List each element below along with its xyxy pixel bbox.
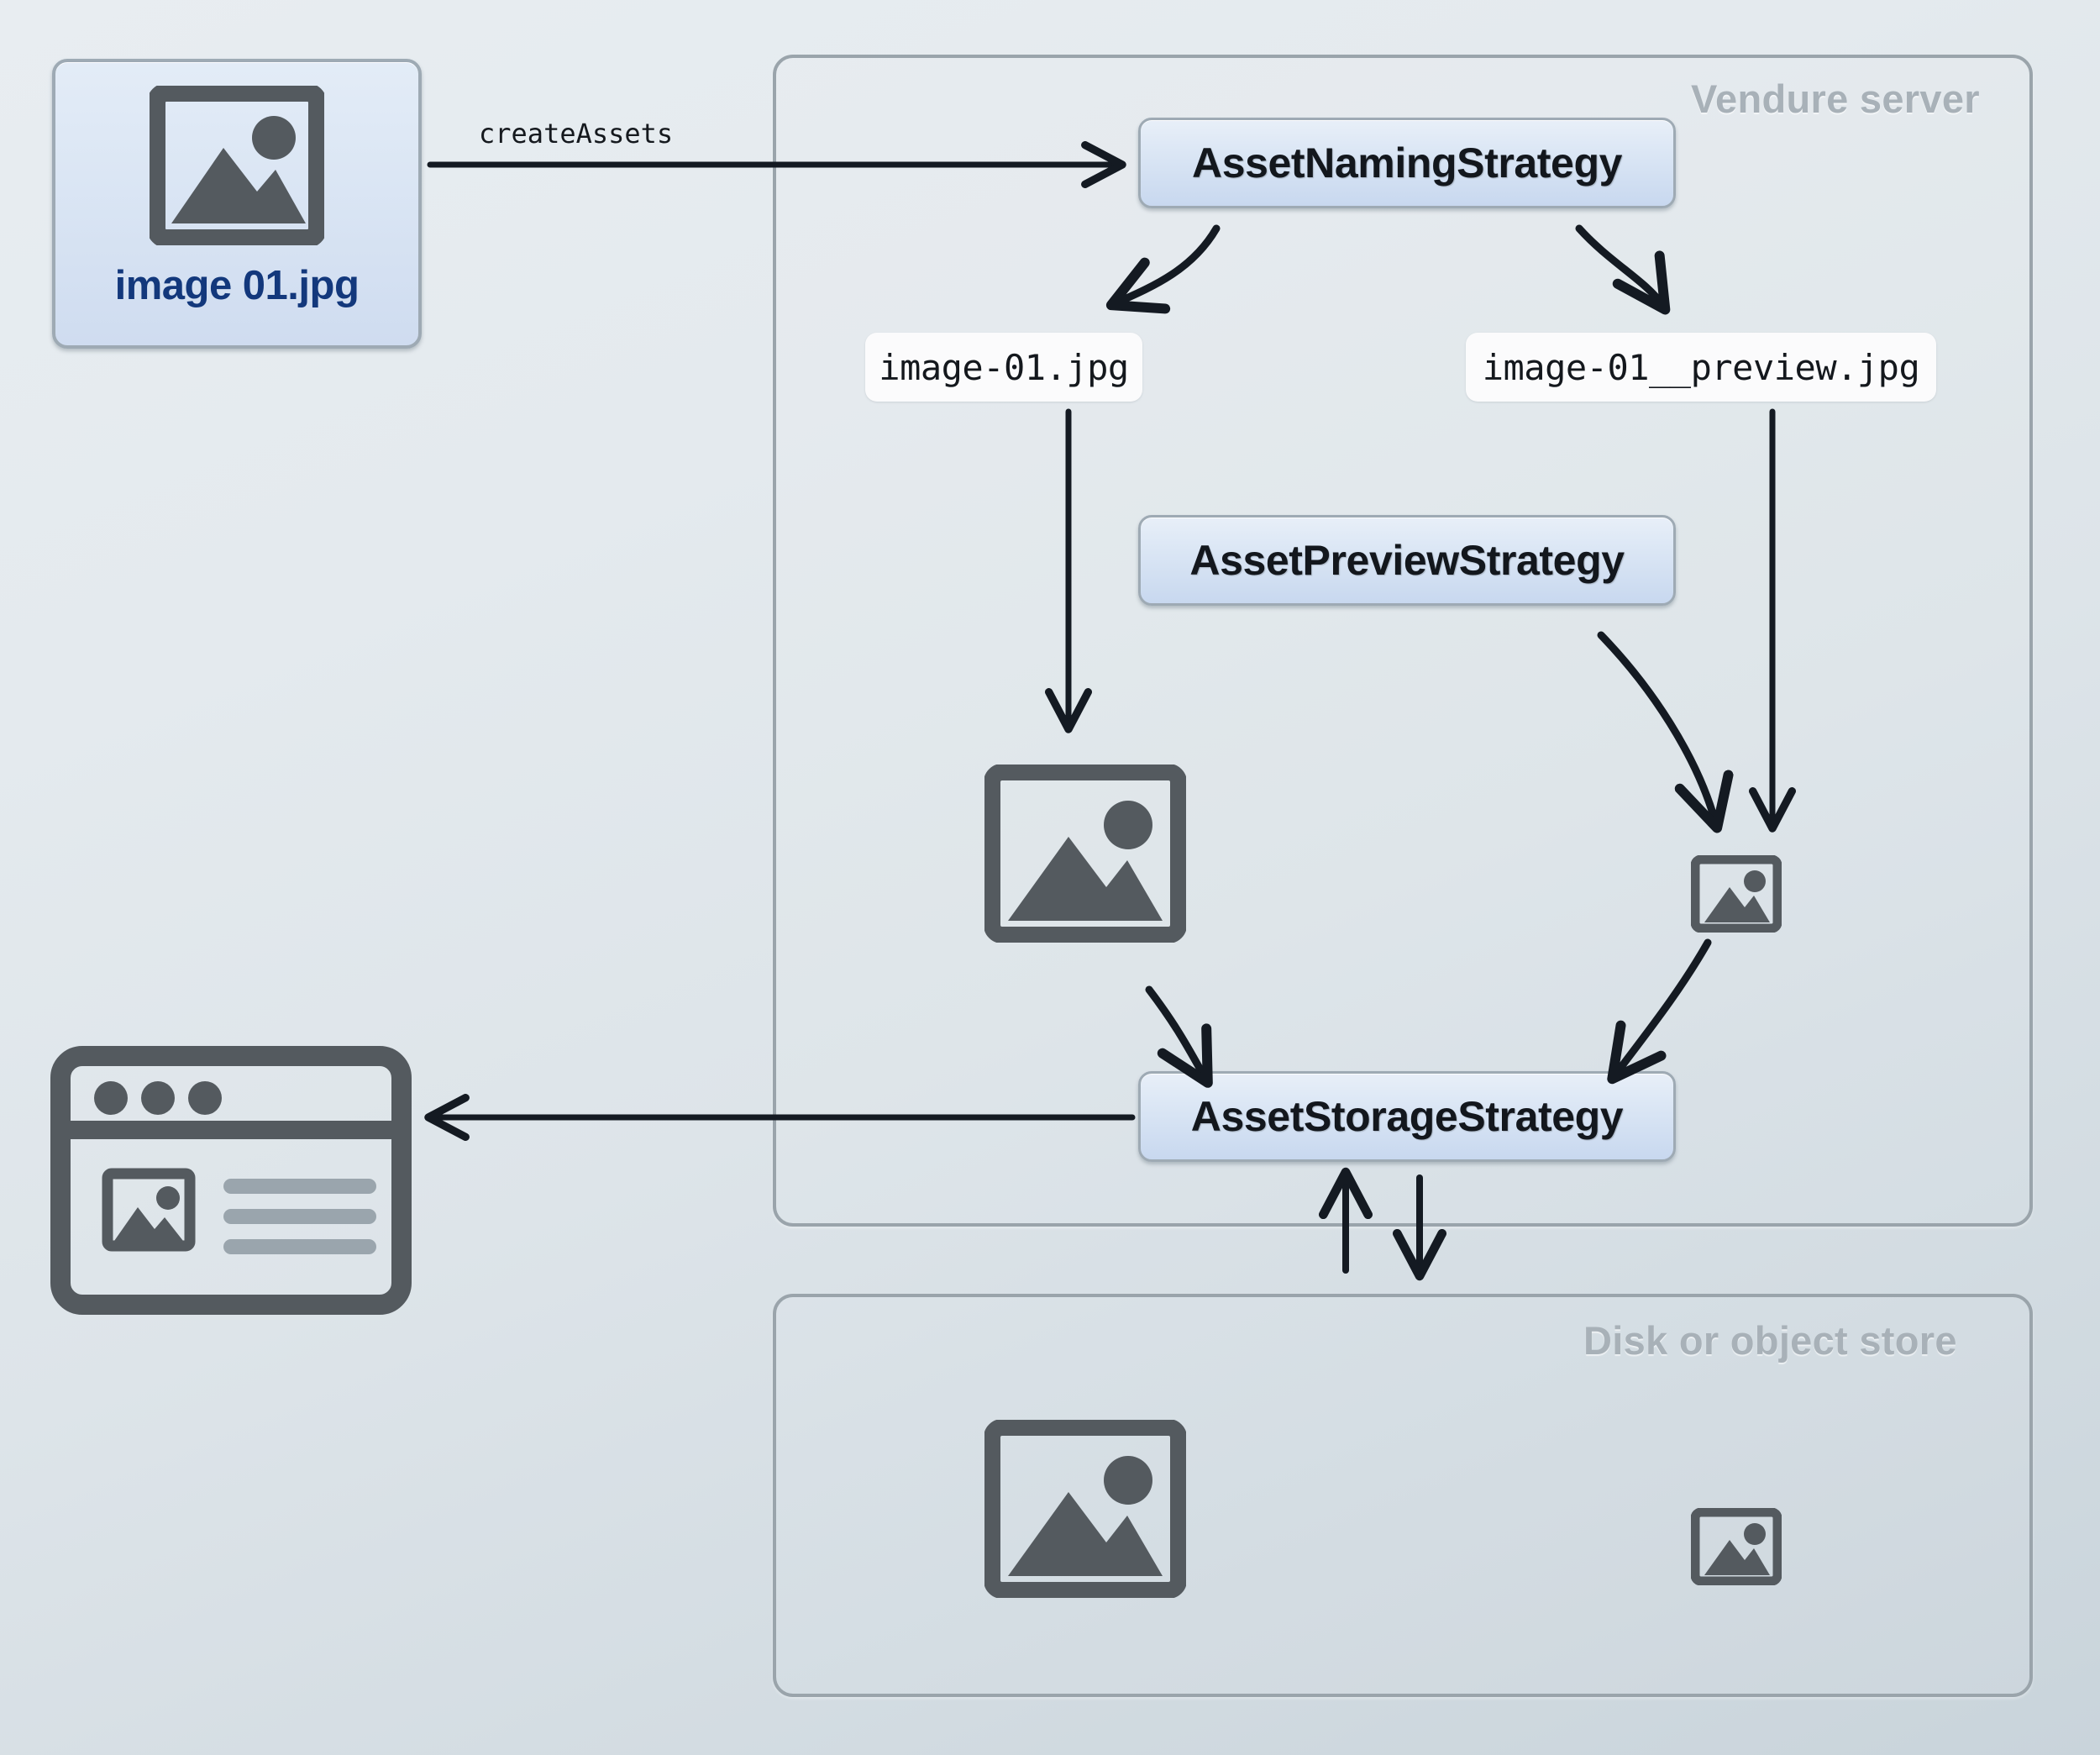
preview-filename-chip: image-01__preview.jpg <box>1466 333 1936 402</box>
group-disk-store <box>773 1294 2033 1697</box>
server-full-image-icon <box>984 765 1186 943</box>
asset-naming-strategy-box[interactable]: AssetNamingStrategy <box>1138 118 1676 208</box>
asset-storage-strategy-box[interactable]: AssetStorageStrategy <box>1138 1071 1676 1162</box>
asset-preview-strategy-box[interactable]: AssetPreviewStrategy <box>1138 515 1676 606</box>
asset-preview-strategy-label: AssetPreviewStrategy <box>1189 537 1625 584</box>
asset-naming-strategy-label: AssetNamingStrategy <box>1191 139 1622 187</box>
source-asset-card[interactable]: image 01.jpg <box>52 59 422 349</box>
browser-window-icon[interactable] <box>50 1046 412 1315</box>
source-asset-caption: image 01.jpg <box>114 263 360 308</box>
group-vendure-server-label: Vendure server <box>1691 76 1980 121</box>
server-preview-image-icon <box>1691 855 1782 933</box>
source-filename-label: image-01.jpg <box>879 346 1129 388</box>
asset-storage-strategy-label: AssetStorageStrategy <box>1190 1093 1624 1140</box>
store-full-image-icon <box>984 1420 1186 1598</box>
group-disk-store-label: Disk or object store <box>1583 1318 1957 1363</box>
store-preview-image-icon <box>1691 1508 1782 1585</box>
source-filename-chip: image-01.jpg <box>865 333 1142 402</box>
edge-label-create-assets: createAssets <box>479 118 674 150</box>
image-icon <box>150 86 324 245</box>
preview-filename-label: image-01__preview.jpg <box>1482 346 1920 388</box>
group-vendure-server <box>773 55 2033 1227</box>
